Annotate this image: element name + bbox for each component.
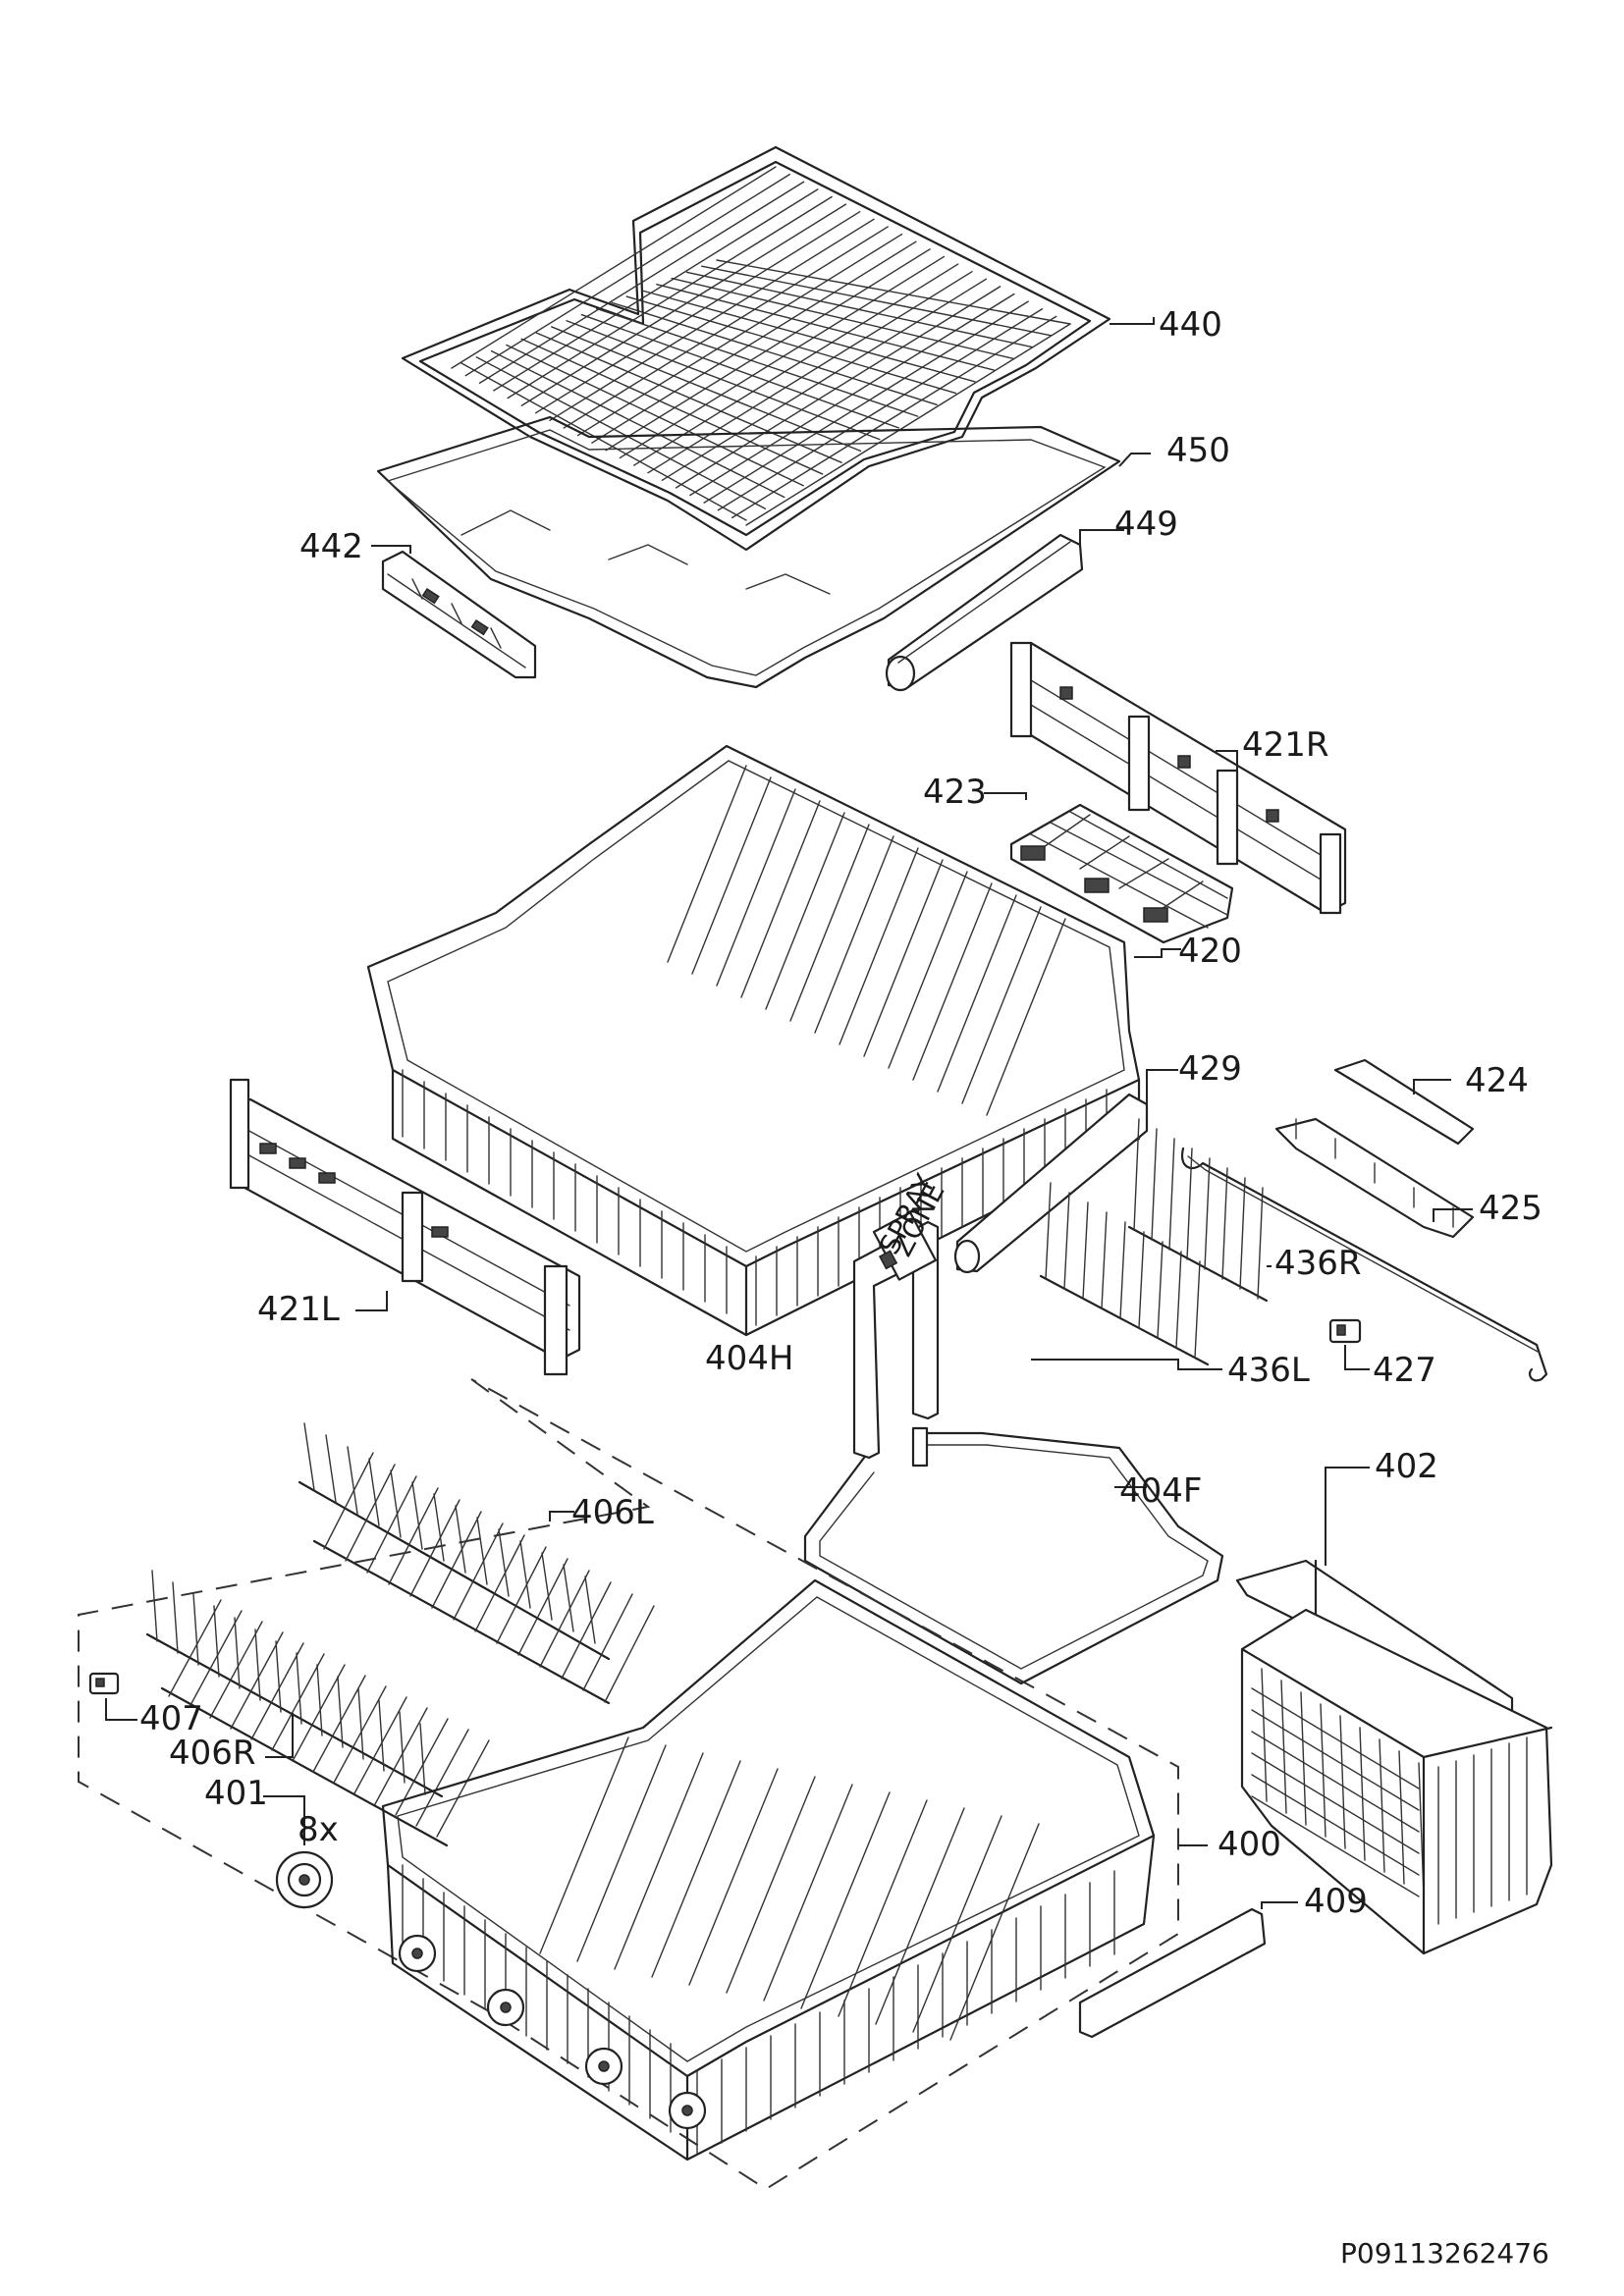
label-404F: 404F [1119,1471,1202,1511]
part-450-wire-frame [376,415,1121,689]
label-425: 425 [1479,1189,1543,1228]
label-423: 423 [923,773,987,812]
part-429-cover [953,1093,1149,1274]
label-402: 402 [1375,1447,1438,1486]
label-436L: 436L [1227,1351,1310,1390]
leader-lines [105,317,1473,1909]
part-401-wheel [275,1850,334,1909]
label-406R: 406R [169,1734,256,1773]
label-409: 409 [1304,1882,1368,1921]
part-404H-spray-hose: SPRAY ZONE [852,1168,951,1460]
part-400-lower-basket [381,1578,1156,2162]
part-449-cover [885,533,1084,692]
part-406R-tine-rack [145,1570,490,1847]
label-421R: 421R [1242,725,1329,765]
part-423-insert [1009,803,1234,944]
part-427-clip [1328,1318,1362,1344]
label-424: 424 [1465,1061,1529,1100]
part-440-cutlery-tray [401,145,1111,552]
label-401: 401 [204,1774,268,1813]
part-420-upper-basket [366,744,1141,1337]
part-421R-rail [1009,641,1347,915]
part-402-cutlery-basket [1235,1559,1553,1955]
part-436R-fold-rack [1127,1118,1269,1303]
label-406L: 406L [571,1493,654,1532]
label-449: 449 [1114,505,1178,544]
label-427: 427 [1373,1351,1436,1390]
label-440: 440 [1159,305,1222,345]
label-429: 429 [1178,1049,1242,1089]
part-409-cover [1078,1907,1267,2039]
part-424-clips [1274,1058,1475,1239]
label-404H: 404H [705,1339,793,1378]
label-450: 450 [1166,431,1230,470]
part-425-rod [1180,1147,1548,1382]
label-407: 407 [139,1699,203,1738]
part-442-clip [381,550,537,679]
label-436R: 436R [1274,1244,1362,1283]
part-421L-rail [229,1078,581,1376]
part-404F-frame-hose [803,1426,1224,1685]
label-421L: 421L [257,1290,340,1329]
label-401-quantity: 8x [298,1810,339,1849]
label-420: 420 [1178,932,1242,971]
callout-labels: 440 450 449 442 421R 423 420 429 424 425… [139,305,1543,1921]
part-436L-fold-rack [1039,1182,1210,1366]
label-442: 442 [299,527,363,566]
document-number: P09113262476 [1340,2237,1549,2269]
part-407-clip [88,1672,120,1695]
part-406L-tine-rack [298,1422,655,1705]
label-400: 400 [1218,1825,1281,1864]
